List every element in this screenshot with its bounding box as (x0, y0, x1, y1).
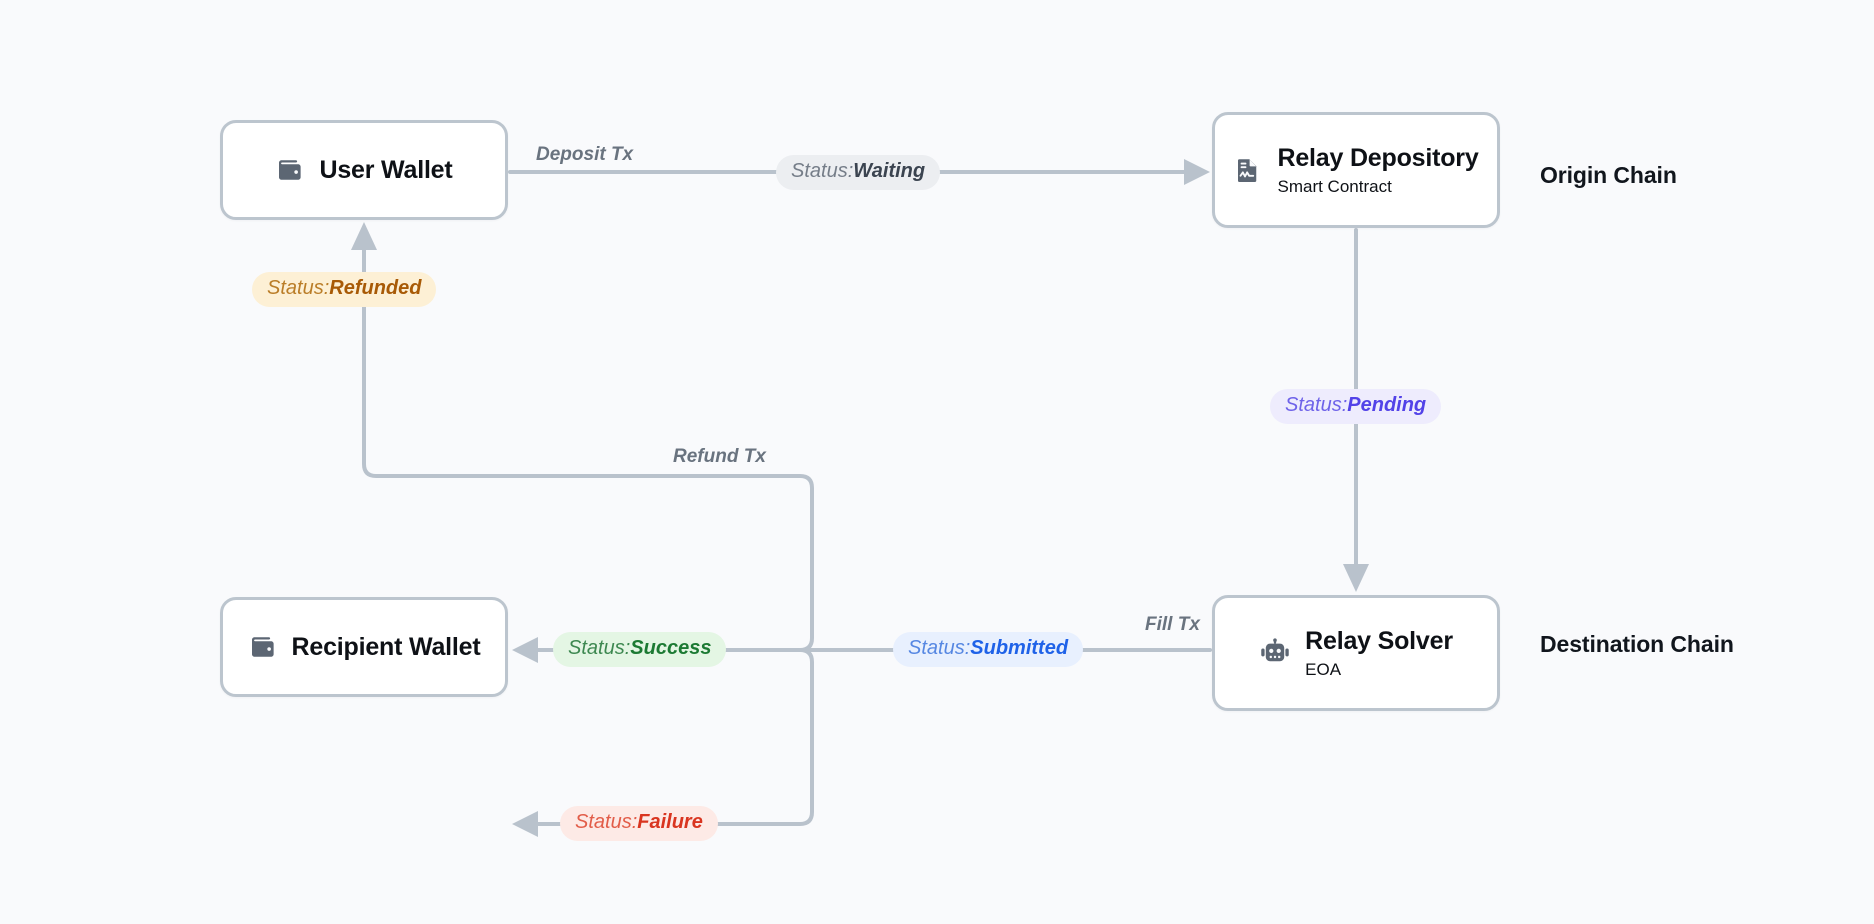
status-badge-waiting: Status:Waiting (776, 155, 941, 190)
node-relay-depository-subtitle: Smart Contract (1277, 176, 1392, 196)
wallet-icon (275, 155, 305, 185)
status-badge-failure: Status:Failure (560, 806, 718, 841)
node-user-wallet-text: User Wallet (319, 156, 452, 185)
node-relay-solver-title: Relay Solver (1305, 626, 1453, 655)
status-badge-refunded: Status:Refunded (252, 272, 437, 307)
edge-label-fill-tx: Fill Tx (1145, 614, 1200, 635)
status-badge-pending-key: Status: (1285, 394, 1348, 416)
status-badge-failure-value: Failure (637, 811, 703, 833)
chain-label-origin: Origin Chain (1540, 162, 1677, 188)
edge-label-refund-tx: Refund Tx (673, 446, 766, 467)
node-relay-depository[interactable]: Relay Depository Smart Contract (1212, 112, 1500, 228)
node-user-wallet-title: User Wallet (319, 155, 453, 184)
status-badge-success: Status:Success (553, 632, 727, 667)
node-recipient-wallet-title: Recipient Wallet (291, 632, 481, 661)
arrowhead-deposit-tx (1184, 159, 1210, 185)
node-relay-depository-text: Relay Depository Smart Contract (1277, 144, 1478, 196)
node-recipient-wallet-text: Recipient Wallet (292, 633, 481, 662)
node-relay-solver[interactable]: Relay Solver EOA (1212, 595, 1500, 711)
status-badge-waiting-value: Waiting (853, 160, 926, 182)
node-relay-solver-text: Relay Solver EOA (1305, 627, 1453, 679)
chain-label-destination: Destination Chain (1540, 631, 1734, 657)
arrowhead-pending (1343, 564, 1369, 592)
status-badge-refunded-key: Status: (267, 277, 330, 299)
status-badge-refunded-value: Refunded (329, 277, 422, 299)
status-badge-submitted-key: Status: (908, 637, 971, 659)
status-badge-failure-key: Status: (575, 811, 638, 833)
status-badge-pending: Status:Pending (1270, 389, 1442, 424)
node-relay-depository-title: Relay Depository (1277, 143, 1479, 172)
status-badge-success-value: Success (630, 637, 712, 659)
status-badge-success-key: Status: (568, 637, 631, 659)
node-relay-solver-subtitle: EOA (1305, 659, 1342, 679)
contract-document-icon (1233, 155, 1263, 185)
robot-icon (1259, 637, 1291, 669)
node-user-wallet[interactable]: User Wallet (220, 120, 508, 220)
arrowhead-success (512, 637, 538, 663)
edge-failure (530, 648, 814, 826)
arrowhead-failure (512, 811, 538, 837)
status-badge-submitted-value: Submitted (970, 637, 1069, 659)
node-recipient-wallet[interactable]: Recipient Wallet (220, 597, 508, 697)
status-badge-pending-value: Pending (1347, 394, 1427, 416)
status-badge-waiting-key: Status: (791, 160, 854, 182)
arrowhead-refund-tx (351, 222, 377, 250)
wallet-icon (248, 632, 278, 662)
edge-label-deposit-tx: Deposit Tx (536, 144, 634, 165)
status-badge-submitted: Status:Submitted (893, 632, 1084, 667)
